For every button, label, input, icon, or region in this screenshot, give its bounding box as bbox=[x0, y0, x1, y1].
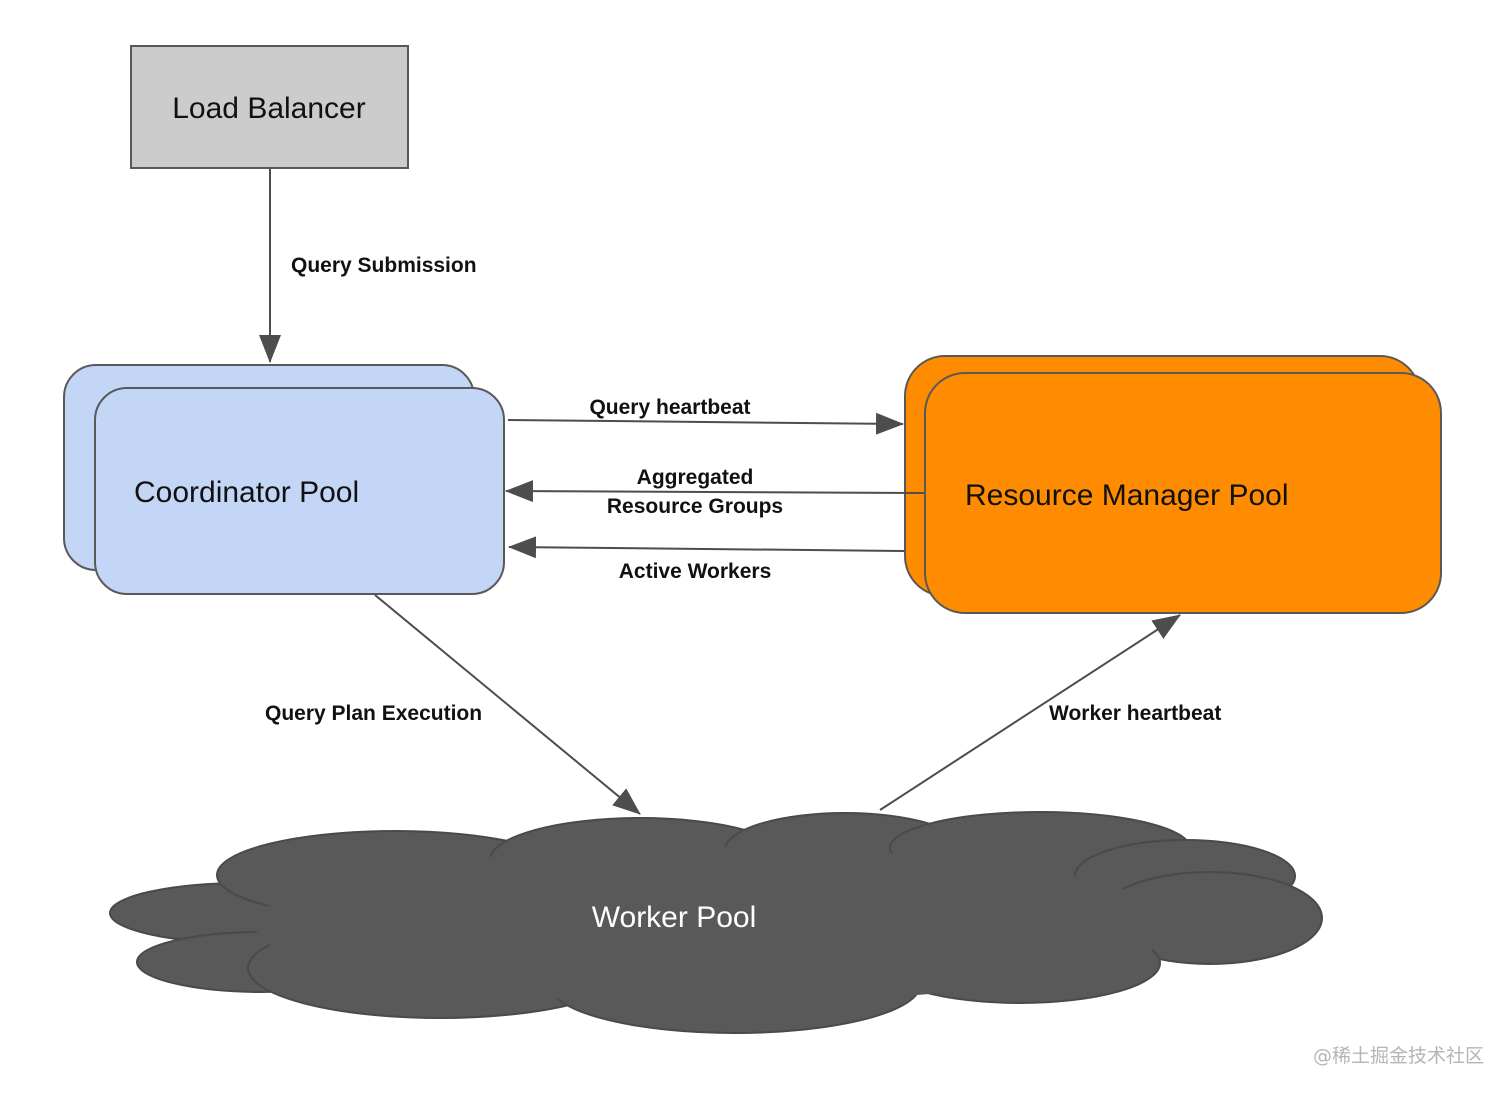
query-heartbeat-arrow bbox=[507, 412, 904, 435]
aggregated-resource-groups-label-line1: Aggregated bbox=[637, 466, 754, 489]
query-plan-execution-label: Query Plan Execution bbox=[265, 702, 482, 725]
query-plan-execution-arrow bbox=[374, 594, 641, 815]
edge-worker-heartbeat: Worker heartbeat bbox=[879, 614, 1221, 811]
load-balancer-label: Load Balancer bbox=[172, 92, 365, 125]
query-submission-label: Query Submission bbox=[291, 254, 477, 277]
coordinator-pool-label: Coordinator Pool bbox=[134, 476, 359, 509]
edge-query-heartbeat: Query heartbeat bbox=[507, 396, 904, 435]
coordinator-pool-front-box bbox=[94, 387, 505, 595]
worker-pool-cloud-shape bbox=[109, 811, 1323, 1034]
active-workers-label: Active Workers bbox=[619, 560, 772, 583]
edge-active-workers: Active Workers bbox=[508, 536, 905, 583]
resource-manager-pool-front-box bbox=[924, 372, 1442, 614]
worker-heartbeat-arrow bbox=[879, 614, 1181, 811]
worker-pool-node: Worker Pool bbox=[109, 811, 1323, 1034]
watermark: @稀土掘金技术社区 bbox=[1312, 1045, 1484, 1067]
edge-query-submission: Query Submission bbox=[259, 169, 477, 363]
coordinator-pool-node: Coordinator Pool bbox=[63, 364, 505, 595]
edge-query-plan-execution: Query Plan Execution bbox=[265, 594, 641, 815]
load-balancer-box bbox=[130, 45, 409, 169]
active-workers-arrow bbox=[508, 536, 905, 559]
worker-pool-label: Worker Pool bbox=[592, 901, 757, 934]
aggregated-resource-groups-label-line2: Resource Groups bbox=[607, 495, 783, 518]
resource-manager-pool-node: Resource Manager Pool bbox=[904, 355, 1442, 614]
resource-manager-pool-label: Resource Manager Pool bbox=[965, 479, 1289, 512]
aggregated-resource-groups-arrow bbox=[505, 480, 925, 503]
edge-aggregated-resource-groups: Aggregated Resource Groups bbox=[505, 466, 925, 518]
query-heartbeat-label: Query heartbeat bbox=[589, 396, 750, 419]
worker-heartbeat-label: Worker heartbeat bbox=[1049, 702, 1221, 725]
load-balancer-node: Load Balancer bbox=[130, 45, 409, 169]
